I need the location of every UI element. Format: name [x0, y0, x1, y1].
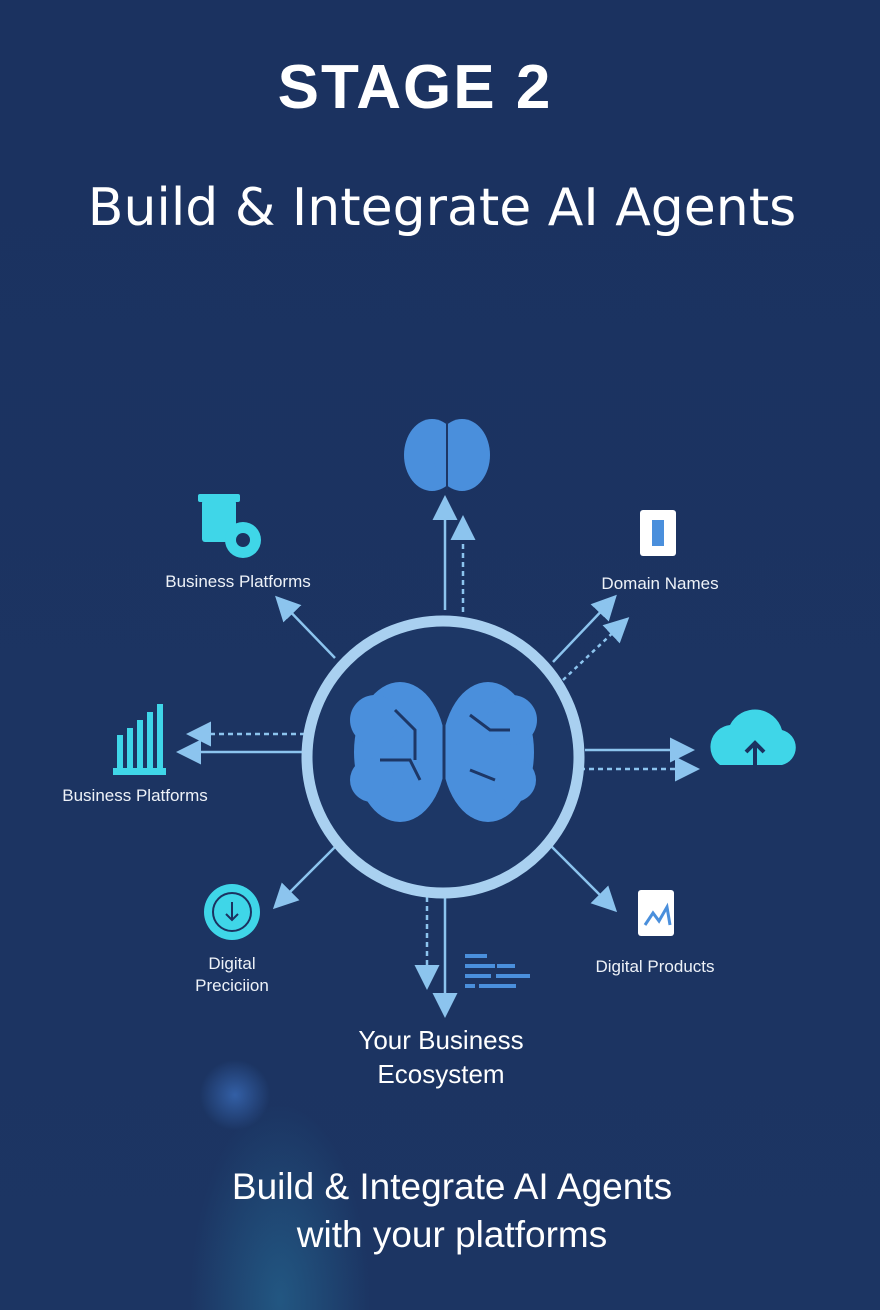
footer-line1: Build & Integrate AI Agents — [231, 1166, 673, 1207]
gear-download-icon — [204, 884, 260, 940]
stage-title: STAGE 2 — [277, 53, 553, 122]
node-business-platforms-left: Business Platforms — [62, 786, 208, 805]
footer-text: Build & Integrate AI Agents with your pla… — [0, 1163, 880, 1259]
arrow-bottom-left — [272, 844, 338, 910]
phone-chart-icon — [638, 890, 674, 936]
list-lines-icon — [465, 954, 530, 988]
footer-line2: with your platforms — [296, 1214, 608, 1255]
bar-chart-icon — [113, 704, 166, 775]
arrow-top-right-dashed — [562, 617, 630, 681]
arrow-top-right — [552, 594, 617, 663]
arrows — [176, 495, 700, 1018]
phone-app-icon — [640, 510, 676, 556]
node-domain-names: Domain Names — [601, 574, 719, 593]
subtitle: Build & Integrate AI Agents — [87, 178, 797, 238]
arrow-top-left — [275, 595, 336, 659]
node-label-line1: Digital — [208, 954, 256, 973]
document-gear-icon — [198, 494, 261, 558]
arrow-bottom-right — [549, 844, 618, 913]
center-label-line2: Ecosystem — [377, 1059, 505, 1089]
cloud-upload-icon — [710, 709, 796, 770]
node-label-line2: Preciciion — [195, 976, 269, 995]
brain-circuit-icon — [350, 682, 537, 825]
node-digital-products: Digital Products — [595, 957, 715, 976]
node-business-platforms-top: Business Platforms — [165, 572, 311, 591]
brain-top-icon — [404, 419, 490, 491]
center-label-line1: Your Business — [358, 1025, 524, 1055]
